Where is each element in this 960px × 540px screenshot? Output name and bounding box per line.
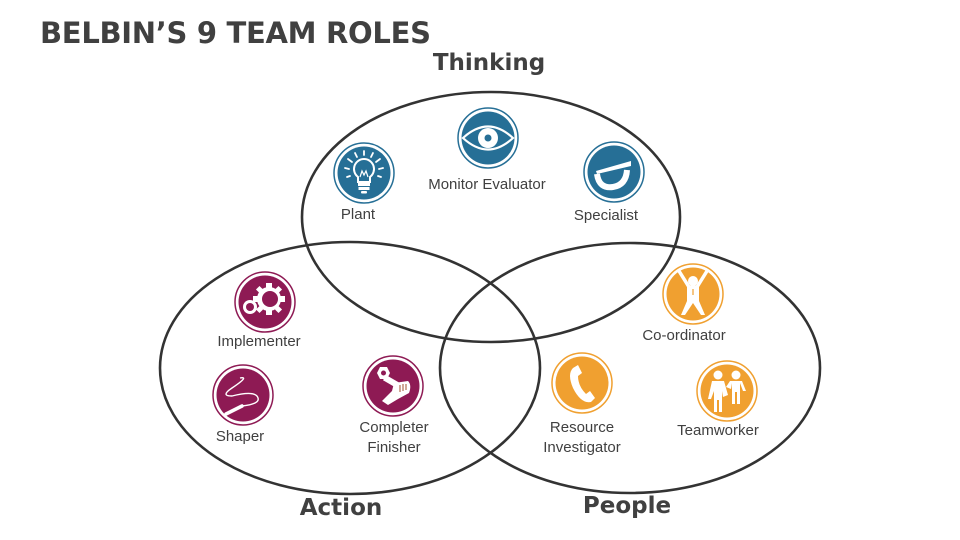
role-label-monitor-evaluator: Monitor Evaluator <box>428 176 546 193</box>
role-label-coordinator: Co-ordinator <box>642 327 726 344</box>
role-label-completer-line2: Finisher <box>367 439 421 456</box>
action-ellipse <box>158 240 542 496</box>
role-label-specialist: Specialist <box>573 207 639 224</box>
lightbulb-icon <box>333 142 395 204</box>
role-label-plant: Plant <box>340 206 376 223</box>
role-label-completer-finisher: Completer Finisher <box>359 418 428 458</box>
role-label-resource-line2: Investigator <box>543 439 621 456</box>
role-label-resource-line1: Resource <box>549 419 615 436</box>
gears-icon <box>234 271 296 333</box>
wrench-hand-icon <box>362 355 424 417</box>
thinking-ellipse <box>300 90 682 344</box>
role-label-resource-investigator: Resource Investigator <box>543 418 621 458</box>
role-label-implementer: Implementer <box>217 333 301 350</box>
role-label-teamworker: Teamworker <box>677 422 759 439</box>
group-label-people: People <box>582 493 672 519</box>
role-label-shaper: Shaper <box>215 428 265 445</box>
eye-icon <box>457 107 519 169</box>
group-label-action: Action <box>299 495 383 521</box>
role-label-completer-line1: Completer <box>359 419 429 436</box>
cheering-person-icon <box>662 263 724 325</box>
page-title: BELBIN’S 9 TEAM ROLES <box>40 16 431 50</box>
people-ellipse <box>438 241 822 495</box>
telephone-icon <box>551 352 613 414</box>
magnifier-icon <box>583 141 645 203</box>
two-people-icon <box>696 360 758 422</box>
group-label-thinking: Thinking <box>432 50 546 76</box>
whip-icon <box>212 364 274 426</box>
